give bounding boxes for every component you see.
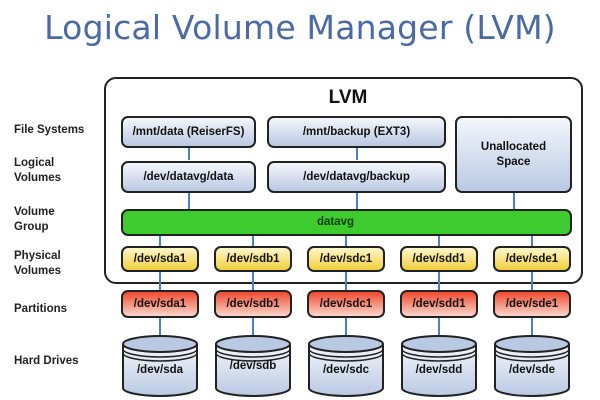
hard-drive: /dev/sdc (307, 334, 385, 398)
connector-line (345, 316, 347, 336)
hard-drive-label: /dev/sdc (322, 364, 370, 376)
row-label-physical-volumes: Physical Volumes (14, 249, 61, 279)
file-system-data: /mnt/data (ReiserFS) (121, 116, 256, 148)
connector-line (438, 316, 440, 336)
connector-line (356, 193, 358, 209)
row-label-volume-group: Volume Group (14, 205, 55, 235)
row-label-line: Logical (14, 157, 55, 169)
connector-line (531, 236, 533, 246)
hard-drive-label: /dev/sdb (229, 360, 277, 372)
volume-group-label: datavg (317, 216, 355, 228)
connector-line (438, 236, 440, 246)
physical-volume: /dev/sdb1 (214, 246, 292, 272)
unallocated-space: Unallocated Space (455, 116, 572, 193)
connector-line (345, 236, 347, 246)
row-label-partitions: Partitions (14, 303, 68, 315)
connector-line (159, 272, 161, 290)
hard-drive-label: /dev/sdd (415, 364, 463, 376)
row-label-line: Volumes (14, 265, 62, 277)
connector-line (252, 316, 254, 336)
connector-line (188, 193, 190, 209)
partition: /dev/sdc1 (307, 290, 385, 318)
connector-line (531, 316, 533, 336)
connector-line (438, 272, 440, 290)
hard-drive: /dev/sda (121, 334, 199, 398)
row-label-line: Physical (14, 250, 61, 262)
connector-line (345, 272, 347, 290)
disk-icon (308, 335, 384, 397)
disk-icon (215, 335, 291, 397)
partition: /dev/sda1 (121, 290, 199, 318)
partition: /dev/sde1 (493, 290, 571, 318)
connector-line (531, 272, 533, 290)
hard-drive-label: /dev/sda (136, 364, 184, 376)
disk-icon (122, 335, 198, 397)
file-system-backup: /mnt/backup (EXT3) (267, 116, 446, 148)
connector-line (188, 148, 190, 160)
physical-volume: /dev/sde1 (493, 246, 571, 272)
physical-volume: /dev/sda1 (121, 246, 199, 272)
row-label-file-systems: File Systems (14, 124, 85, 136)
connector-line (513, 193, 515, 209)
connector-line (159, 316, 161, 336)
volume-group: datavg (121, 209, 572, 236)
logical-volume-backup: /dev/datavg/backup (267, 161, 446, 193)
hard-drive: /dev/sdd (400, 334, 478, 398)
partition: /dev/sdb1 (214, 290, 292, 318)
hard-drive: /dev/sdb (214, 334, 292, 398)
connector-line (159, 236, 161, 246)
connector-line (356, 148, 358, 160)
partition: /dev/sdd1 (400, 290, 478, 318)
row-label-line: Group (14, 221, 49, 233)
logical-volume-data: /dev/datavg/data (121, 161, 256, 193)
row-label-line: Volumes (14, 172, 62, 184)
disk-icon (494, 335, 570, 397)
disk-icon (401, 335, 477, 397)
row-label-hard-drives: Hard Drives (14, 355, 79, 367)
unallocated-line: Space (496, 155, 531, 168)
physical-volume: /dev/sdc1 (307, 246, 385, 272)
unallocated-line: Unallocated (480, 140, 547, 153)
hard-drive-label: /dev/sde (508, 364, 556, 376)
connector-line (252, 272, 254, 290)
row-label-line: Volume (14, 206, 55, 218)
physical-volume: /dev/sdd1 (400, 246, 478, 272)
connector-line (252, 236, 254, 246)
page-title: Logical Volume Manager (LVM) (44, 8, 556, 47)
hard-drive: /dev/sde (493, 334, 571, 398)
row-label-logical-volumes: Logical Volumes (14, 156, 61, 186)
lvm-label: LVM (328, 87, 368, 108)
